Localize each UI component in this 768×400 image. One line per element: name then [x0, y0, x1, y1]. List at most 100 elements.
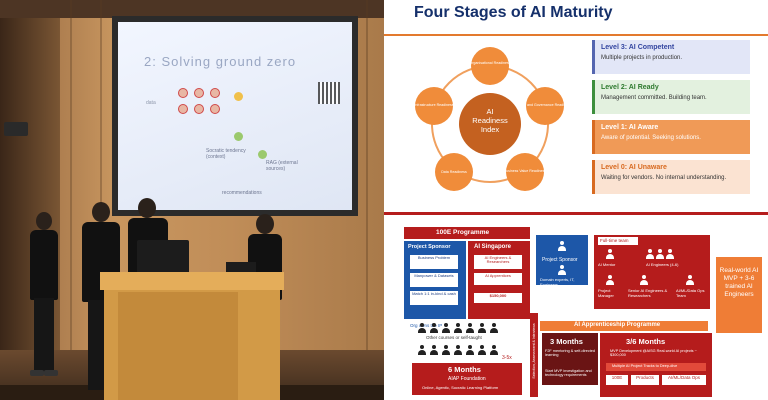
person-icon: [656, 249, 664, 259]
team-role: Senior AI Engineers & Researchers: [628, 288, 668, 298]
person-icon: [210, 104, 220, 114]
readiness-center: [459, 93, 521, 155]
aiap-desc: Online, Agentic, Socratic Learning Platf…: [422, 385, 499, 390]
person-icon: [646, 249, 654, 259]
learner-icon: [454, 345, 462, 355]
level-desc: Waiting for vendors. No internal underst…: [601, 175, 727, 181]
person-icon: [178, 88, 188, 98]
idea-icon: [234, 92, 243, 101]
petal: Organisational Readiness: [469, 47, 511, 85]
level-card-2: Level 2: AI Ready Management committed. …: [592, 80, 750, 114]
level-desc: Aware of potential. Seeking solutions.: [601, 135, 701, 141]
ai-singapore-block: AI Singapore AI Engineers & Researchers …: [468, 241, 530, 319]
petal-label: Business Value Readiness: [504, 169, 547, 173]
person-icon: [686, 275, 694, 285]
aisg-title: AI Singapore: [474, 244, 512, 250]
learner-icon: [442, 345, 450, 355]
aisg-item: AI Engineers & Researchers: [474, 255, 522, 269]
team-role: Project Manager: [598, 288, 614, 298]
sponsor-item: Business Problem: [410, 255, 458, 269]
learner-icon: [418, 345, 426, 355]
title-divider: [384, 34, 768, 36]
podium: [100, 272, 284, 400]
aiap-title: 6 Months: [448, 365, 481, 374]
person-icon: [210, 88, 220, 98]
person-icon: [666, 249, 674, 259]
person-icon: [640, 275, 648, 285]
wall-panel-seam: [70, 0, 72, 400]
ai-maturity-slide: Four Stages of AI Maturity Organisationa…: [384, 0, 768, 205]
learner-icon: [430, 323, 438, 333]
level-title: Level 2: AI Ready: [601, 84, 659, 91]
aisg-item: AI Apprentices: [474, 273, 522, 285]
apprenticeship-header: AI Apprenticeship Programme: [540, 321, 708, 331]
fulltime-label-box: Full-time team: [598, 237, 638, 245]
learner-icons: [414, 323, 514, 359]
phase2-desc: MVP Development @AISG Real-world AI proj…: [610, 349, 697, 357]
brain-icon: [234, 132, 243, 141]
petal: Data and Governance Readiness: [518, 87, 572, 125]
person-icon: [606, 249, 614, 259]
projected-slide-label: RAG (external sources): [266, 160, 298, 172]
learner-icon: [478, 345, 486, 355]
sponsor2-title: Project Sponsor: [542, 257, 578, 263]
level-desc: Multiple projects in production.: [601, 55, 683, 61]
phase1-note: Start MVP investigation and technology r…: [545, 369, 592, 377]
sponsor-item: Manpower & Datasets: [410, 273, 458, 287]
multiplier-label: 3-5x: [502, 355, 512, 361]
full-time-team-block: Full-time team AI Mentor AI Engineers (4…: [594, 235, 710, 309]
selection-side-bar: Selection, Assessment & Interviews: [530, 313, 538, 397]
learner-icon: [466, 345, 474, 355]
aisg-amount: $150,000: [474, 293, 522, 303]
project-sponsor-team-block: Project Sponsor Domain experts, IT, Engi…: [536, 235, 588, 287]
programme-slide: 100E Programme Project Sponsor Business …: [384, 212, 768, 400]
wall-panel-seam: [100, 0, 102, 400]
wall-speaker: [4, 122, 28, 136]
side-label: Selection, Assessment & Interviews: [532, 323, 536, 379]
sponsor-title: Project Sponsor: [408, 244, 451, 250]
level-title: Level 1: AI Aware: [601, 124, 659, 131]
track-pill: Products: [631, 375, 659, 385]
sponsor-footer: Org owns the IP: [410, 323, 443, 328]
phase1-desc: F2F mentoring & self-directed learning: [545, 349, 596, 357]
person-icon: [178, 104, 188, 114]
level-desc: Management committed. Building team.: [601, 95, 707, 101]
programme-title: 100E Programme: [436, 229, 490, 236]
wall-panel-seam: [366, 0, 368, 400]
petal-label: Organisational Readiness: [469, 61, 510, 65]
projected-slide-title: 2: Solving ground zero: [144, 54, 297, 69]
team-role: AI Mentor: [598, 262, 616, 267]
person-icon: [558, 265, 566, 275]
person-icon: [558, 241, 566, 251]
learner-icon: [454, 323, 462, 333]
projector-screen: 2: Solving ground zero data Socratic ten…: [112, 16, 358, 216]
qr-code-icon: [318, 82, 340, 104]
learner-icon: [466, 323, 474, 333]
petal-label: Data and Governance Readiness: [518, 103, 571, 107]
apprenticeship-title: AI Apprenticeship Programme: [574, 322, 661, 328]
project-sponsor-block: Project Sponsor Business Problem Manpowe…: [404, 241, 466, 319]
aiap-subtitle: AIAP Foundation: [448, 376, 486, 382]
track-pill: 100E: [606, 375, 628, 385]
person-icon: [194, 104, 204, 114]
brain-icon: [258, 150, 267, 159]
learner-icon: [478, 323, 486, 333]
projected-slide-label: Socratic tendency (context): [206, 148, 246, 160]
maturity-slide-title: Four Stages of AI Maturity: [414, 4, 613, 21]
learner-icon: [442, 323, 450, 333]
petal-label: Infrastructure Readiness: [414, 103, 453, 107]
ceiling: [0, 0, 384, 18]
level-title: Level 3: AI Competent: [601, 44, 675, 51]
conference-photo: 2: Solving ground zero data Socratic ten…: [0, 0, 384, 400]
phase1-block: 3 Months F2F mentoring & self-directed l…: [542, 333, 598, 385]
phase1-title: 3 Months: [550, 337, 583, 346]
person-icon: [194, 88, 204, 98]
projected-slide: 2: Solving ground zero data Socratic ten…: [118, 22, 352, 210]
fulltime-label: Full-time team: [600, 238, 629, 243]
readiness-diagram: Organisational Readiness Data and Govern…: [390, 38, 590, 204]
projected-slide-label: data: [146, 100, 156, 106]
phase2-block: 3/6 Months MVP Development @AISG Real-wo…: [600, 333, 712, 397]
learner-icon: [490, 345, 498, 355]
result-text: Real-world AI MVP + 3-6 trained AI Engin…: [719, 267, 759, 299]
